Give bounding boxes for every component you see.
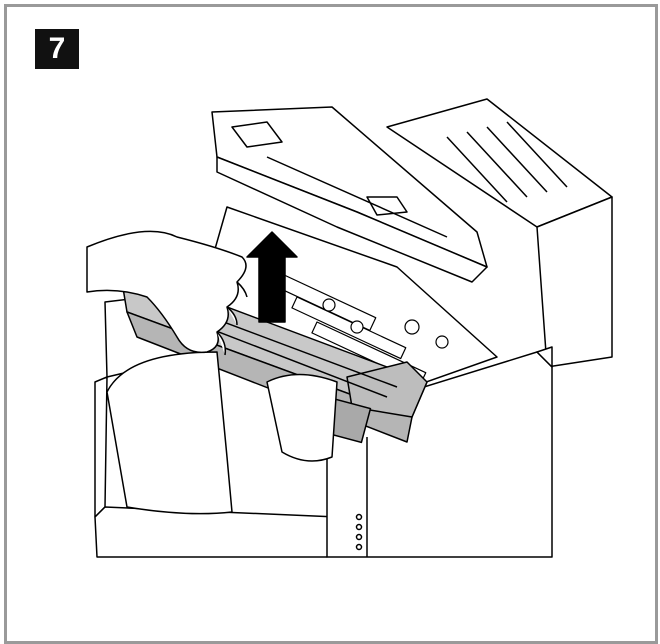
up-arrow-icon [246, 231, 298, 323]
instruction-frame: 7 [4, 4, 658, 644]
paper-icon [106, 351, 338, 515]
top-cover-icon [211, 106, 488, 283]
step-number-badge: 7 [35, 29, 79, 69]
hand-icon [86, 230, 248, 356]
output-tray-icon [386, 98, 613, 368]
printer-cartridge-illustration [86, 98, 613, 558]
